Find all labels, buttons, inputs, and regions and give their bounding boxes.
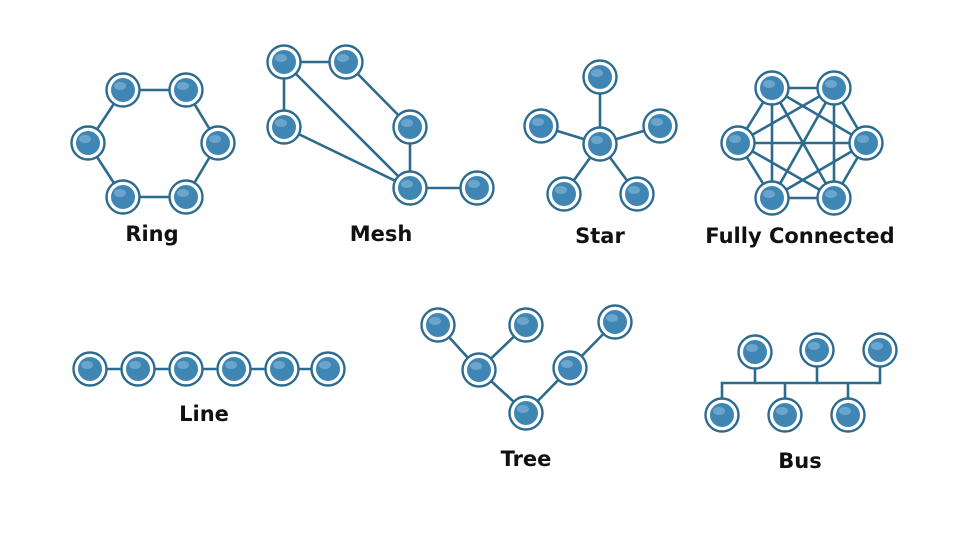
- node: [508, 395, 544, 431]
- node: [461, 352, 497, 388]
- node: [392, 170, 428, 206]
- node: [704, 397, 740, 433]
- node: [737, 334, 773, 370]
- node: [582, 126, 618, 162]
- tree-nodes: [420, 304, 633, 431]
- topology-bus: Bus: [704, 332, 898, 473]
- topology-ring: Ring: [70, 72, 236, 246]
- node: [120, 351, 156, 387]
- bus-nodes: [704, 332, 898, 433]
- node: [392, 109, 428, 145]
- topology-fully-connected: Fully Connected: [705, 70, 895, 248]
- node: [767, 397, 803, 433]
- node: [816, 180, 852, 216]
- fully-connected-edges: [736, 86, 868, 200]
- topology-star: Star: [523, 59, 678, 248]
- node: [619, 176, 655, 212]
- label-star: Star: [575, 224, 625, 248]
- label-mesh: Mesh: [350, 222, 413, 246]
- node: [597, 304, 633, 340]
- node: [799, 332, 835, 368]
- fully-connected-nodes: [720, 70, 884, 216]
- node: [72, 351, 108, 387]
- fully-connected-edge: [736, 141, 836, 200]
- node: [266, 44, 302, 80]
- label-ring: Ring: [125, 222, 178, 246]
- mesh-nodes: [266, 44, 495, 206]
- topology-mesh: Mesh: [266, 44, 495, 246]
- label-bus: Bus: [778, 449, 821, 473]
- node: [328, 44, 364, 80]
- label-tree: Tree: [501, 447, 552, 471]
- node: [508, 307, 544, 343]
- topology-line: Line: [72, 351, 346, 426]
- node: [105, 72, 141, 108]
- node: [848, 125, 884, 161]
- node: [720, 125, 756, 161]
- node: [70, 125, 106, 161]
- star-nodes: [523, 59, 678, 212]
- mesh-edge: [282, 125, 412, 190]
- label-line: Line: [179, 402, 229, 426]
- node: [459, 170, 495, 206]
- node: [754, 180, 790, 216]
- topology-tree: Tree: [420, 304, 633, 471]
- ring-edges: [86, 88, 220, 199]
- line-nodes: [72, 351, 346, 387]
- node: [523, 108, 559, 144]
- node: [546, 176, 582, 212]
- fully-connected-edge: [736, 86, 836, 145]
- node: [642, 108, 678, 144]
- node: [582, 59, 618, 95]
- node: [105, 179, 141, 215]
- node: [420, 307, 456, 343]
- node: [754, 70, 790, 106]
- ring-nodes: [70, 72, 236, 215]
- node: [816, 70, 852, 106]
- node: [168, 351, 204, 387]
- node: [310, 351, 346, 387]
- label-fully-connected: Fully Connected: [705, 224, 894, 248]
- node: [168, 72, 204, 108]
- node: [168, 179, 204, 215]
- mesh-edge: [282, 60, 412, 190]
- node: [552, 350, 588, 386]
- node: [264, 351, 300, 387]
- mesh-edges: [282, 60, 479, 190]
- node: [216, 351, 252, 387]
- node: [830, 397, 866, 433]
- node: [200, 125, 236, 161]
- fully-connected-edge: [770, 141, 868, 200]
- node: [266, 109, 302, 145]
- node: [862, 332, 898, 368]
